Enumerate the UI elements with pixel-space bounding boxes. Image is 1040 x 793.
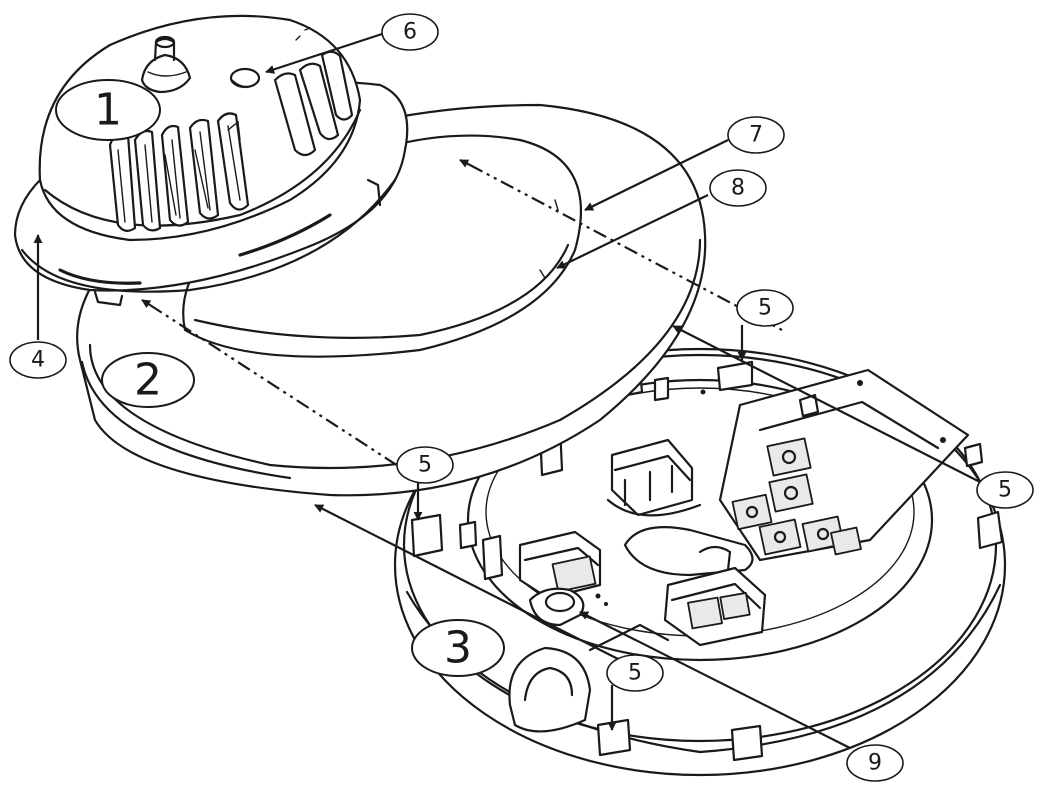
keyhole-slot [623,526,754,577]
base-pull-tab [508,646,592,733]
terminal-strip-ridge [758,400,940,450]
left-connector [518,530,602,600]
label-9: 9 [868,751,882,776]
head-latch-right [366,178,382,207]
label-5-bottom: 5 [628,661,642,686]
trim-ring-tick-marks [539,199,559,279]
mounting-base [393,347,1007,777]
leader-5-ring-bottom [314,504,621,661]
leader-6 [265,32,383,74]
head-top-details [295,27,311,41]
leader-8 [556,194,709,269]
terminal-strip [718,368,970,562]
label-6: 6 [403,20,417,45]
terminal-screws [731,437,862,556]
leader-7 [584,139,729,211]
callout-5-right: 5 [976,471,1034,509]
callout-4: 4 [9,341,67,379]
detector-head [13,14,409,307]
label-5-middle: 5 [418,453,432,478]
led-indicator-base [231,79,259,88]
callout-9: 9 [846,744,904,782]
callout-8: 8 [709,169,767,207]
alignment-line-top [469,164,783,331]
head-latch-bottom [93,290,124,307]
trim-ring-inner-lip [193,243,570,339]
callout-5-top: 5 [736,289,794,327]
label-7: 7 [749,123,763,148]
callout-5-middle: 5 [396,446,454,484]
label-5-right: 5 [998,478,1012,503]
lower-component [663,545,767,647]
label-8: 8 [731,176,745,201]
head-center-post [140,35,192,94]
leader-9 [579,611,851,749]
alignment-arrow-left [141,299,152,309]
callout-leaders [33,32,981,749]
trim-ring-lower-edge [80,360,292,480]
alignment-arrow-top [459,159,471,168]
callout-7: 7 [727,116,785,154]
head-dome-base-line [43,108,362,227]
head-side-detail [227,120,241,141]
label-5-top: 5 [758,296,772,321]
test-post [528,587,608,627]
callout-1: 1 [55,79,161,141]
head-flange-bottom [20,178,397,293]
pull-tab-inner [523,666,574,702]
label-3: 3 [444,623,472,674]
alignment-lines [141,159,783,476]
base-arm [588,623,670,652]
callout-5-bottom: 5 [606,654,664,692]
leader-5-right [672,325,981,483]
center-connector [606,438,702,517]
label-2: 2 [134,355,162,406]
head-flange-grooves [58,213,332,285]
base-rim-inner-edge [402,347,998,743]
base-inner-platform [466,378,934,662]
label-1: 1 [94,85,122,136]
callout-3: 3 [411,619,505,677]
callout-2: 2 [101,352,195,408]
label-4: 4 [31,348,45,373]
callout-6: 6 [381,13,439,51]
